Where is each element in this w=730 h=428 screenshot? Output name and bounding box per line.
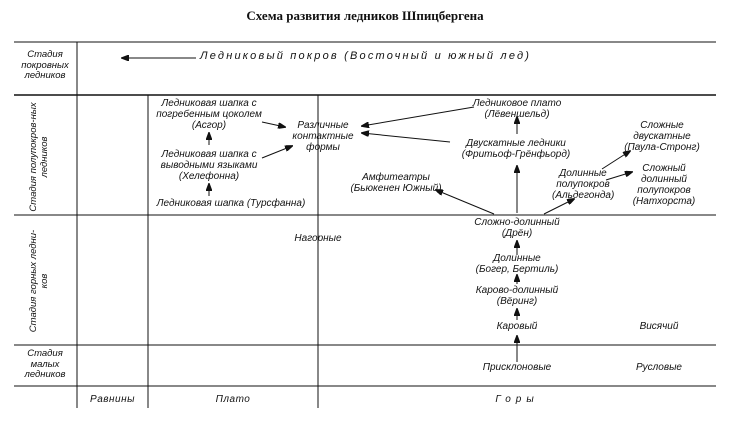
node-contact-forms-line3: формы	[306, 142, 340, 153]
node-complex-valley-semicover: Сложный долинный полупокров (Натхорста)	[622, 163, 706, 207]
node-valley-semicover-line3: (Альдегонда)	[552, 190, 615, 201]
node-valley-semicover-line2: полупокров	[556, 179, 610, 190]
diagram-title: Схема развития ледников Шпицбергена	[246, 8, 484, 23]
node-cirque-valley: Карово-долинный (Вёринг)	[464, 285, 570, 307]
node-valley-semicover: Долинные полупокров (Альдегонда)	[552, 168, 614, 201]
node-channel: Русловые	[635, 362, 682, 373]
terrain-mountains-label: Горы	[495, 394, 539, 405]
stage-cover-label: Стадия покровных ледников	[21, 49, 69, 81]
node-cap-buried-line1: Ледниковая шапка с	[161, 98, 257, 109]
node-twoslope-line2: (Фритьоф-Грёнфьорд)	[461, 149, 571, 160]
arrow-valley-semicover-to-complex-semicover	[605, 172, 632, 181]
node-contact-forms: Различные контактные формы	[284, 120, 362, 153]
node-amphitheatre-line1: Амфитеатры	[362, 172, 430, 183]
node-amphitheatre: Амфитеатры (Бьюкенен Южный)	[344, 172, 448, 194]
node-twoslope-line1: Двускатные ледники	[466, 138, 566, 149]
node-complex-valley-line2: (Дрён)	[501, 228, 533, 239]
node-complex-valley-semicover-line1: Сложный	[642, 163, 686, 174]
node-hanging: Висячий	[639, 321, 679, 332]
node-plateau-glacier-line2: (Лёвеншельд)	[484, 109, 550, 120]
node-cirque-valley-line1: Карово-долинный	[475, 285, 559, 296]
node-valley-line1: Долинные	[493, 253, 541, 264]
node-complex-valley-semicover-line4: (Натхорста)	[632, 196, 696, 207]
stage-semicover-label: Стадия полупокров-ных ледников	[28, 102, 50, 212]
node-complex-twoslope-line1: Сложные	[640, 120, 684, 131]
terrain-plains-label: Равнины	[90, 394, 135, 405]
node-amphitheatre-line2: (Бьюкенен Южный)	[350, 183, 442, 194]
node-cap-simple: Ледниковая шапка (Турсфанна)	[156, 198, 306, 209]
arrow-plateau-glacier-to-contact	[362, 106, 475, 126]
node-cap-buried-line3: (Асгор)	[191, 120, 227, 131]
node-complex-twoslope-line2: двускатные	[633, 131, 691, 142]
node-complex-twoslope-line3: (Паула-Стронг)	[624, 142, 700, 153]
node-cap-outlet-line2: выводными языками	[160, 160, 258, 171]
node-complex-valley-semicover-line2: долинный	[641, 174, 687, 185]
arrow-complex-valley-to-valley-semicover	[543, 199, 574, 215]
node-cap-outlet: Ледниковая шапка с выводными языками (Хе…	[150, 149, 268, 182]
node-complex-valley: Сложно-долинный (Дрён)	[470, 217, 564, 239]
node-contact-forms-line1: Различные	[297, 120, 349, 131]
node-contact-forms-line2: контактные	[292, 131, 354, 142]
node-cirque: Каровый	[496, 321, 538, 332]
node-valley-line2: (Богер, Бертиль)	[475, 264, 559, 275]
node-cirque-valley-line2: (Вёринг)	[496, 296, 538, 307]
stage-mountain-label: Стадия горных ледни-ков	[28, 229, 50, 333]
node-ice-sheet: Ледниковый покров (Восточный и южный лед…	[200, 50, 532, 62]
stage-small-label: Стадия малых ледников	[24, 348, 66, 380]
node-cap-buried: Ледниковая шапка с погребенным цоколем (…	[150, 98, 268, 131]
node-valley-semicover-line1: Долинные	[559, 168, 607, 179]
node-complex-twoslope: Сложные двускатные (Паула-Стронг)	[618, 120, 706, 153]
node-plateau-glacier-line1: Ледниковое плато	[472, 98, 562, 109]
node-slope: Присклоновые	[482, 362, 552, 373]
arrow-twoslope-to-contact	[362, 133, 451, 143]
node-cap-outlet-line1: Ледниковая шапка с	[161, 149, 257, 160]
node-cap-buried-line2: погребенным цоколем	[156, 109, 262, 120]
arrow-buried-to-contact	[261, 121, 285, 127]
arrow-complex-valley-to-amphitheatre	[436, 190, 495, 215]
node-cap-outlet-line3: (Хелефонна)	[178, 171, 240, 182]
node-twoslope: Двускатные ледники (Фритьоф-Грёнфьорд)	[448, 138, 584, 160]
arrow-valley-semicover-to-complex-twoslope	[601, 151, 630, 170]
node-complex-valley-line1: Сложно-долинный	[474, 217, 560, 228]
node-valley: Долинные (Богер, Бертиль)	[464, 253, 570, 275]
terrain-plateau-label: Плато	[215, 394, 251, 405]
node-complex-valley-semicover-line3: полупокров	[637, 185, 691, 196]
arrow-outlet-to-contact	[261, 146, 292, 159]
node-highland: Нагорные	[294, 233, 342, 244]
node-plateau-glacier: Ледниковое плато (Лёвеншельд)	[465, 98, 569, 120]
